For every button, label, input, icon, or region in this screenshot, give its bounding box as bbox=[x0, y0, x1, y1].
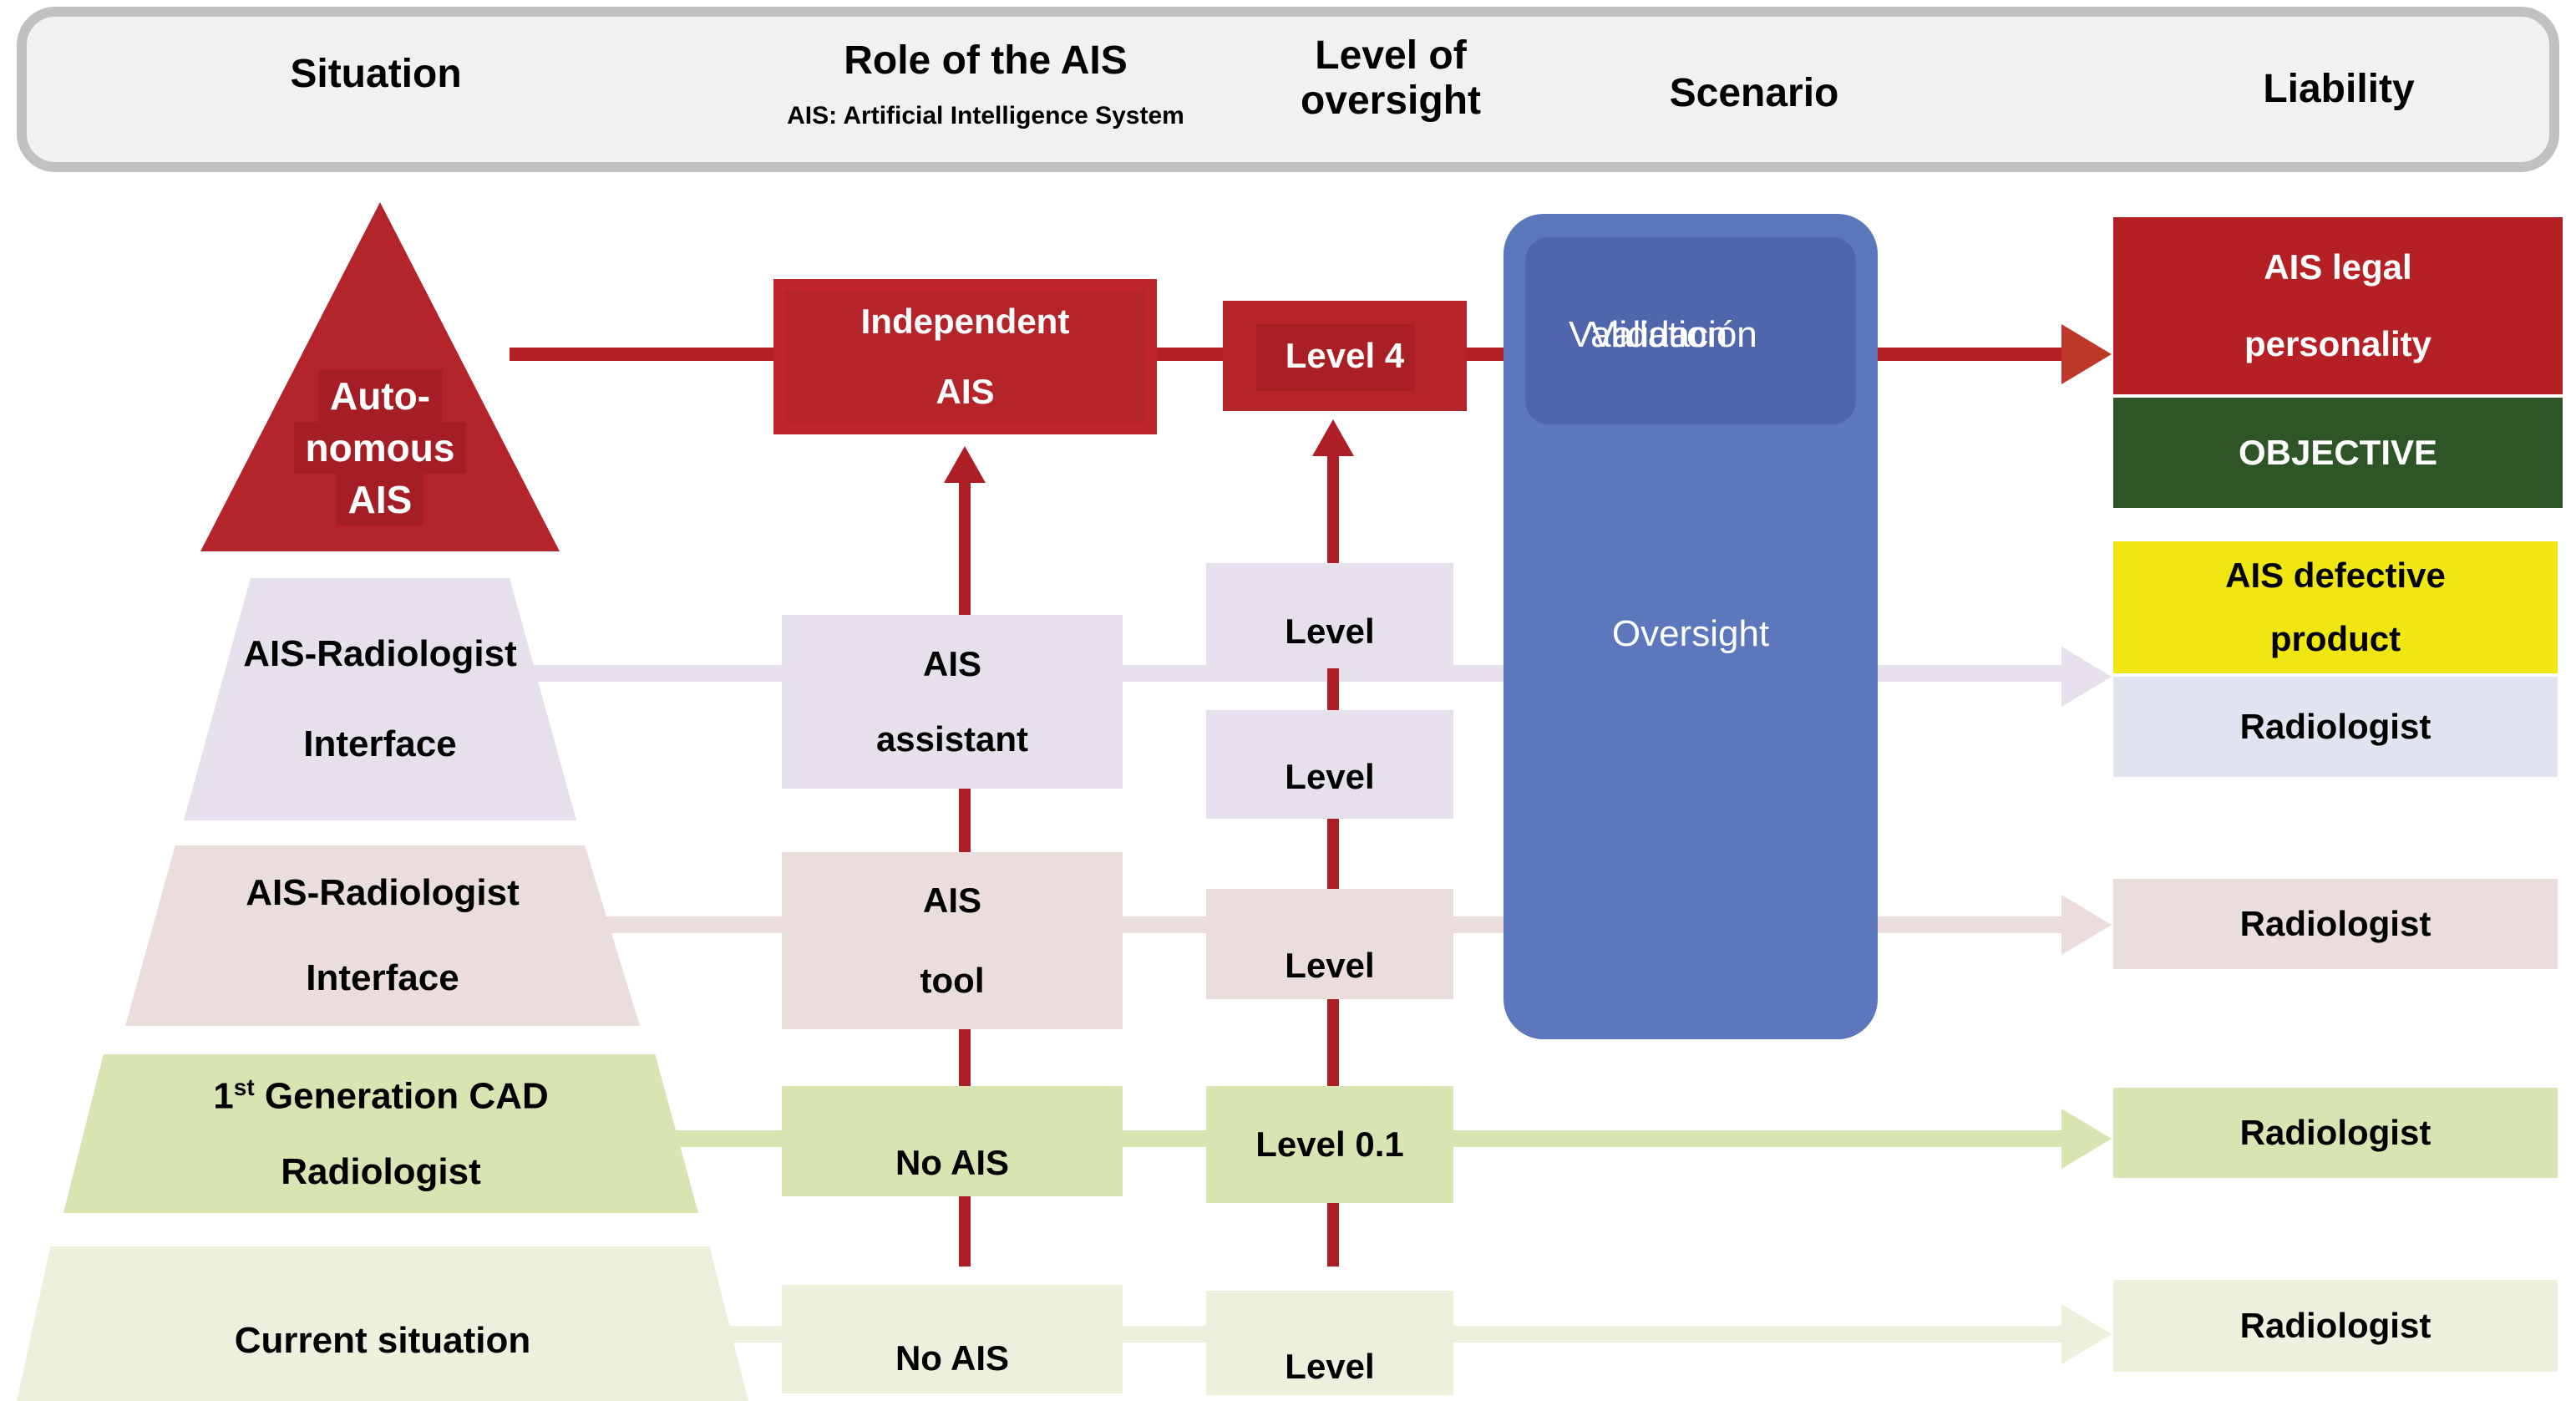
arrow-to-legal-icon bbox=[2061, 324, 2112, 384]
arrow-to-defective-icon bbox=[2061, 647, 2112, 707]
arrow-to-radiologist-tool-icon bbox=[2061, 895, 2112, 955]
independent-line1: Independent bbox=[860, 302, 1070, 341]
radiologist-defective-box: Radiologist bbox=[2113, 677, 2558, 777]
pyramid-cad: 1st Generation CAD Radiologist bbox=[63, 1054, 698, 1213]
up-arrow-role-icon bbox=[944, 446, 986, 483]
no-ais-cad-box: No AIS bbox=[782, 1086, 1123, 1196]
header-oversight-label: Level of oversight bbox=[1300, 33, 1482, 123]
header-role: Role of the AIS AIS: Artificial Intellig… bbox=[735, 38, 1236, 130]
radiologist-tool-box: Radiologist bbox=[2113, 879, 2558, 969]
up-arrow-oversight-icon bbox=[1312, 419, 1354, 456]
objective-label: OBJECTIVE bbox=[2238, 433, 2438, 472]
objective-box: OBJECTIVE bbox=[2113, 398, 2563, 508]
cad-num: 1 bbox=[213, 1075, 234, 1117]
tool-line2: tool bbox=[920, 961, 985, 1000]
ais-defective-product-box: AIS defective product bbox=[2113, 541, 2558, 673]
assistant-line1: AIS bbox=[922, 644, 981, 683]
interface1-line1: AIS-Radiologist bbox=[243, 633, 517, 674]
no-ais-current-label: No AIS bbox=[895, 1338, 1010, 1378]
level4-inner-shade bbox=[1256, 324, 1415, 391]
header-situation: Situation bbox=[209, 52, 543, 97]
pyramid-interface-assistant: AIS-Radiologist Interface bbox=[184, 578, 576, 820]
radiologist-cad-box: Radiologist bbox=[2113, 1088, 2558, 1178]
level1-box: Level bbox=[1206, 889, 1453, 999]
independent-ais-box: Independent AIS bbox=[773, 279, 1157, 434]
arrow-to-radiologist-cad-icon bbox=[2061, 1109, 2112, 1169]
oversight-label: Oversight bbox=[1611, 613, 1770, 654]
level4-box: Level 4 bbox=[1223, 301, 1467, 411]
ais-tool-box: AIS tool bbox=[782, 852, 1123, 1029]
independent-line2: AIS bbox=[936, 372, 995, 411]
header-liability: Liability bbox=[2172, 67, 2506, 112]
level01-box: Level 0.1 bbox=[1206, 1086, 1453, 1203]
header-scenario: Scenario bbox=[1587, 71, 1921, 116]
legal-line2: personality bbox=[2244, 324, 2432, 363]
interface2-line1: AIS-Radiologist bbox=[246, 872, 520, 913]
level0-box: Level bbox=[1206, 1291, 1453, 1395]
header-scenario-label: Scenario bbox=[1669, 71, 1839, 115]
header-situation-label: Situation bbox=[290, 52, 462, 96]
validation-panel bbox=[1525, 237, 1856, 424]
level1-label: Level bbox=[1285, 946, 1375, 985]
tool-line1: AIS bbox=[922, 881, 981, 920]
header-role-label: Role of the AIS bbox=[844, 38, 1128, 83]
level2-label: Level bbox=[1285, 757, 1375, 796]
radiologist-current-box: Radiologist bbox=[2113, 1280, 2558, 1372]
level4-label: Level 4 bbox=[1285, 336, 1405, 375]
arrow-to-radiologist-current-icon bbox=[2061, 1304, 2112, 1364]
no-ais-current-box: No AIS bbox=[782, 1285, 1123, 1393]
level3-label: Level bbox=[1285, 612, 1375, 651]
pyramid-autonomous-triangle: Auto- nomous AIS bbox=[200, 202, 560, 551]
cad-line2: Radiologist bbox=[281, 1150, 481, 1192]
radiologist-tool-label: Radiologist bbox=[2239, 904, 2431, 943]
ais-assistant-box: AIS assistant bbox=[782, 615, 1123, 789]
level2-box: Level bbox=[1206, 710, 1453, 819]
legal-line1: AIS legal bbox=[2264, 247, 2412, 287]
assistant-line2: assistant bbox=[875, 719, 1029, 759]
interface2-line2: Interface bbox=[306, 957, 459, 998]
header-bar bbox=[17, 7, 2559, 172]
autonomous-line1: Auto- bbox=[317, 370, 443, 422]
header-role-subtitle: AIS: Artificial Intelligence System bbox=[787, 102, 1184, 129]
pyramid-current: Current situation bbox=[17, 1246, 748, 1401]
cad-rest: Generation CAD bbox=[254, 1075, 549, 1117]
radiologist-current-label: Radiologist bbox=[2239, 1306, 2431, 1345]
cad-sup: st bbox=[233, 1074, 255, 1101]
radiologist-cad-label: Radiologist bbox=[2239, 1113, 2431, 1152]
level3-box: Level bbox=[1206, 563, 1453, 668]
validation-label-en: Validation bbox=[1569, 314, 1727, 355]
autonomous-line3: AIS bbox=[336, 474, 424, 525]
interface1-line2: Interface bbox=[303, 723, 457, 764]
level0-label: Level bbox=[1285, 1347, 1375, 1386]
header-oversight: Level of oversight bbox=[1278, 33, 1504, 124]
no-ais-cad-label: No AIS bbox=[895, 1143, 1010, 1182]
level01-label: Level 0.1 bbox=[1255, 1124, 1404, 1164]
defective-line2: product bbox=[2269, 619, 2401, 658]
header-liability-label: Liability bbox=[2263, 67, 2415, 111]
autonomous-line2: nomous bbox=[293, 422, 467, 474]
current-line1: Current situation bbox=[234, 1319, 531, 1361]
pyramid-interface-tool: AIS-Radiologist Interface bbox=[125, 845, 640, 1026]
cad-line1: 1st Generation CAD bbox=[213, 1074, 548, 1118]
ais-legal-personality-box: AIS legal personality bbox=[2113, 217, 2563, 394]
validation-label-es: Validación bbox=[1590, 314, 1757, 355]
radiologist-defective-label: Radiologist bbox=[2239, 707, 2431, 746]
defective-line1: AIS defective bbox=[2225, 556, 2446, 595]
scenario-panel: Validation Validación Oversight bbox=[1504, 214, 1878, 1039]
